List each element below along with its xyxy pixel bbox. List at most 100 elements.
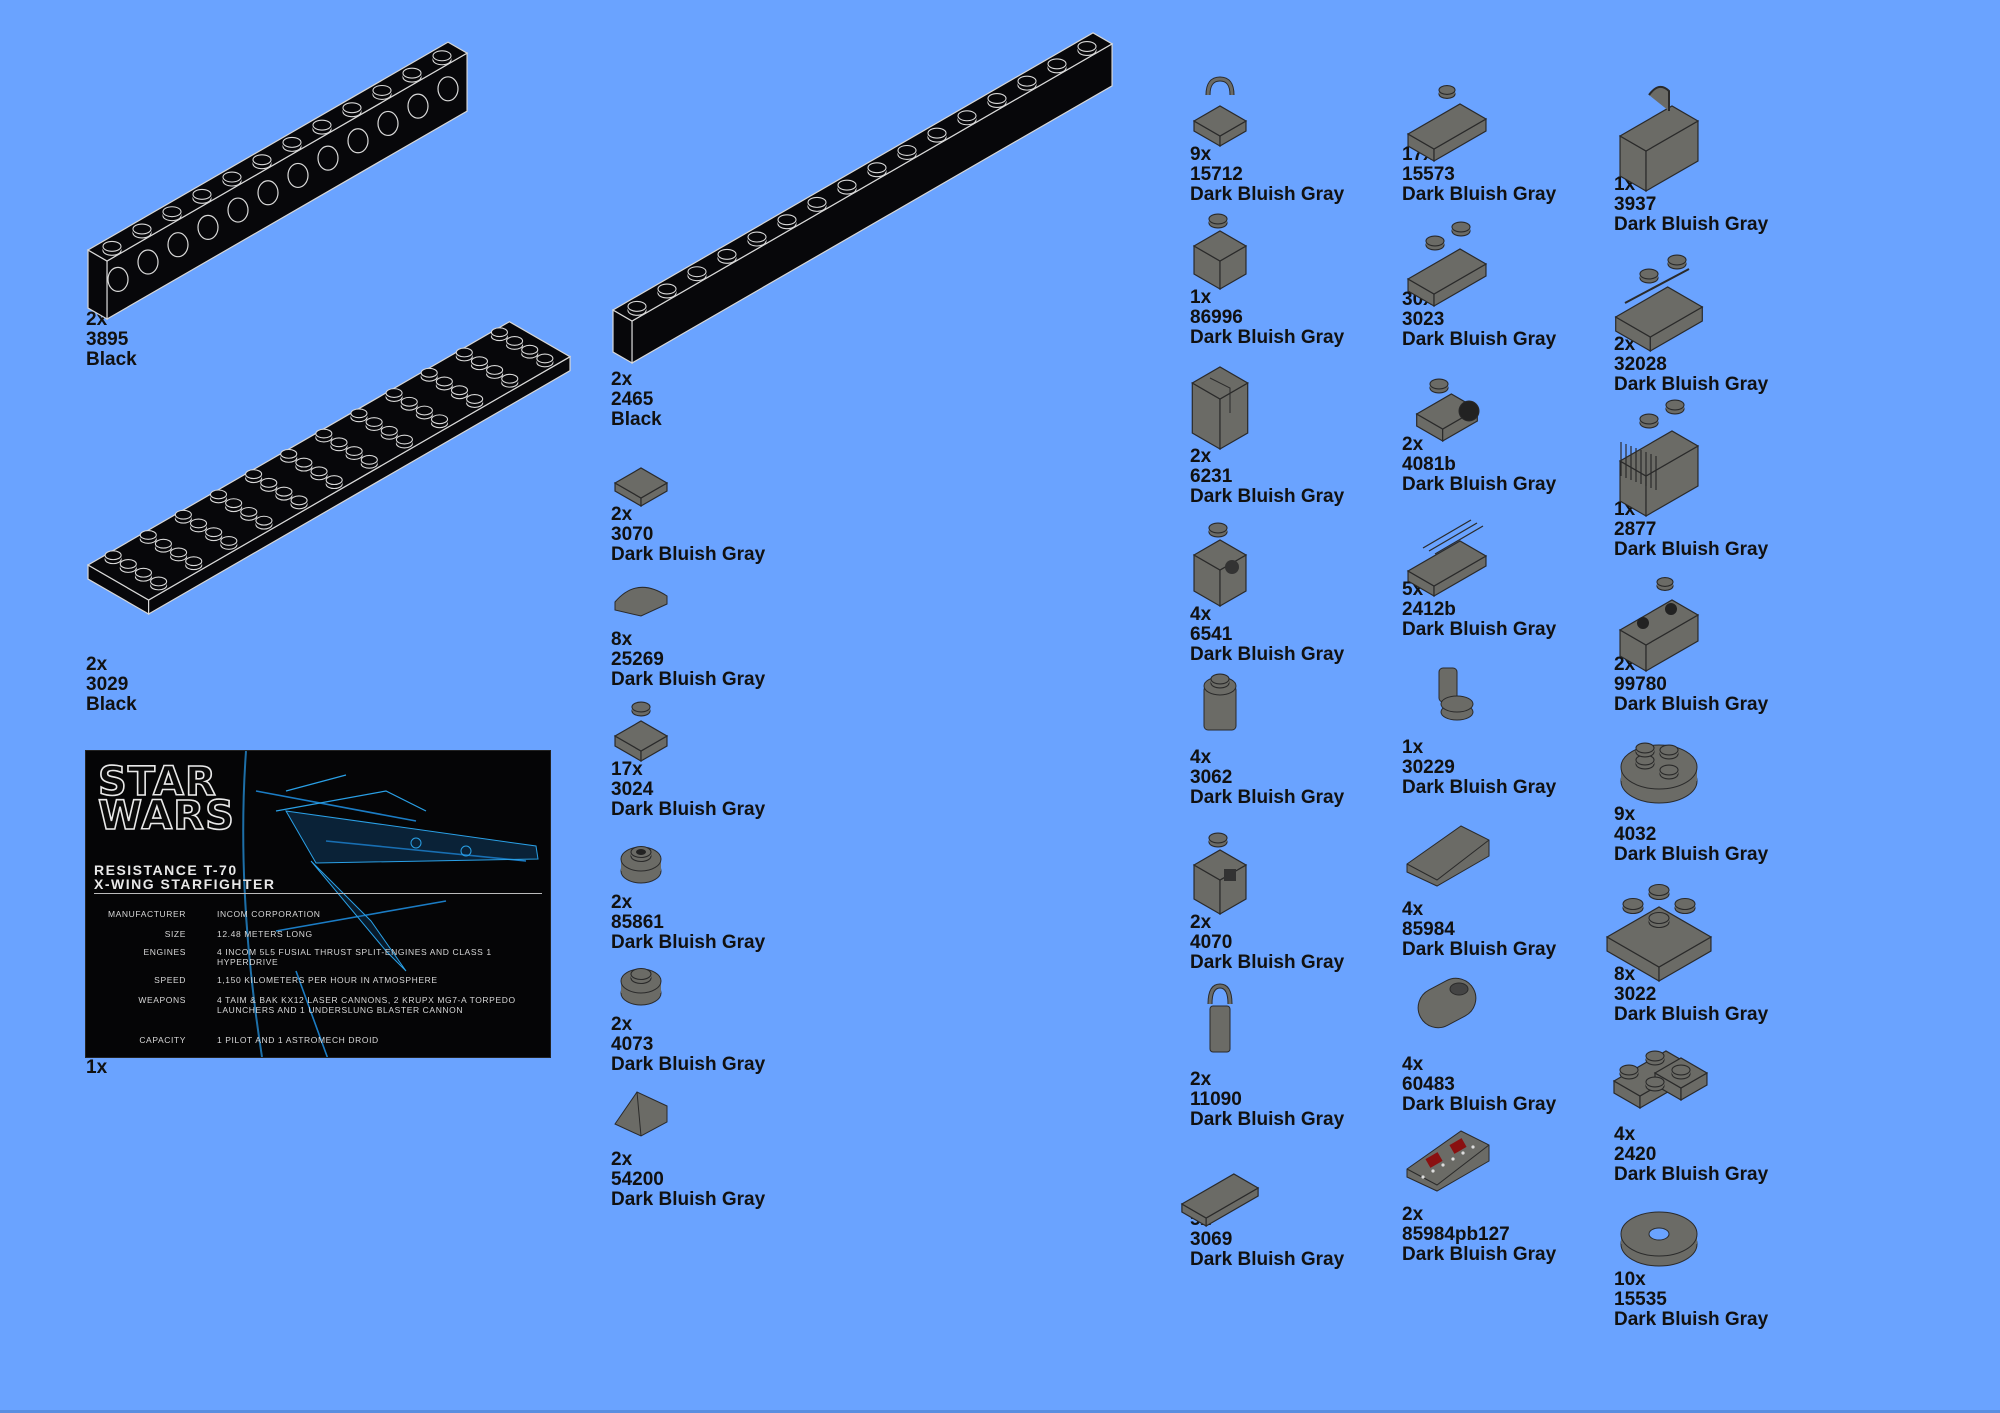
part-quantity: 9x [1190,144,1212,165]
part-number: 2465 [611,389,654,410]
part-number: 32028 [1614,354,1667,375]
part-quantity: 2x [1190,1069,1212,1090]
part-quantity: 2x [611,1149,633,1170]
star-wars-logo: STAR WARS [97,759,235,839]
round-brick-1x1-icon [1203,673,1237,731]
plaque-qty: 1x [86,1057,108,1078]
part-number: 3022 [1614,984,1657,1005]
part-quantity: 17x [611,759,643,780]
part-quantity: 2x [1402,1204,1424,1225]
round-plate-open-stud-icon [620,845,662,884]
part-color: Dark Bluish Gray [1402,777,1557,798]
star-wars-plaque: STAR WARS Resistance T-70 X-wing starfig… [85,750,551,1058]
part-number: 15712 [1190,164,1243,185]
headlight-brick-icon [1192,832,1248,916]
part-number: 3062 [1190,767,1233,788]
part-color: Dark Bluish Gray [611,669,766,690]
jumper-plate-icon [1406,85,1488,163]
part-quantity: 2x [86,309,108,330]
plate-2x2-icon [1605,883,1713,983]
part-quantity: 2x [86,654,108,675]
technic-liftarm-icon [1417,977,1477,1029]
part-number: 3937 [1614,194,1657,215]
tile-1x2-icon [1180,1173,1260,1228]
part-color: Dark Bluish Gray [1190,787,1345,808]
part-color: Dark Bluish Gray [1402,1094,1557,1115]
part-color: Dark Bluish Gray [1402,184,1557,205]
part-number: 3069 [1190,1229,1233,1250]
part-quantity: 8x [611,629,633,650]
part-quantity: 2x [1402,434,1424,455]
part-quantity: 1x [1190,287,1212,308]
part-quantity: 2x [1190,912,1212,933]
part-3069: 5x3069Dark Bluish Gray [1180,1160,1420,1270]
part-quantity: 4x [1402,899,1424,920]
tile-1x1-icon [613,467,669,508]
spec-key: Manufacturer [107,909,186,919]
part-quantity: 4x [1402,1054,1424,1075]
part-number: 2412b [1402,599,1456,620]
hinge-brick-icon [1618,85,1700,193]
grille-brick-icon [1618,399,1700,518]
spec-value: 4 Incom 5L5 fusial thrust split-engines … [217,947,492,967]
part-number: 54200 [611,1169,664,1190]
part-color: Dark Bluish Gray [611,932,766,953]
part-quantity: 10x [1614,1269,1646,1290]
part-quantity: 4x [1190,747,1212,768]
part-color: Dark Bluish Gray [1614,214,1769,235]
part-quantity: 2x [611,892,633,913]
part-number: 4070 [1190,932,1233,953]
part-color: Dark Bluish Gray [1614,1309,1769,1330]
part-number: 3023 [1402,309,1445,330]
part-number: 30229 [1402,757,1455,778]
part-number: 25269 [611,649,664,670]
part-color: Dark Bluish Gray [1190,486,1345,507]
part-quantity: 9x [1614,804,1636,825]
part-number: 4081b [1402,454,1456,475]
spec-value: 1,150 kilometers per hour in atmosphere [217,975,438,985]
part-number: 99780 [1614,674,1667,695]
part-color: Black [86,694,137,715]
x-wing-blueprint-icon [242,751,539,1057]
part-color: Dark Bluish Gray [1614,374,1769,395]
part-color: Dark Bluish Gray [1190,327,1345,348]
part-number: 4073 [611,1034,654,1055]
spec-value: 1 pilot and 1 astromech droid [217,1035,379,1045]
spec-key: Engines [143,947,186,957]
part-number: 3024 [611,779,654,800]
part-color: Dark Bluish Gray [1190,1249,1345,1270]
part-quantity: 4x [1190,604,1212,625]
spec-key: Size [164,929,186,939]
spec-key: Weapons [138,995,186,1005]
part-color: Black [86,349,137,370]
part-number: 4032 [1614,824,1657,845]
part-quantity: 1x [1402,737,1424,758]
slope-30-icon [614,1091,668,1137]
part-number: 6231 [1190,466,1233,487]
part-number: 3895 [86,329,129,350]
slope-1x2-icon [1406,825,1490,887]
plate-1x1-tall-icon [1192,213,1248,291]
handle-clip-icon [1438,667,1474,721]
plate-4x12-icon [86,321,572,616]
part-number: 85984 [1402,919,1455,940]
part-color: Black [611,409,662,430]
part-color: Dark Bluish Gray [1402,329,1557,350]
part-number: 11090 [1190,1089,1242,1110]
part-quantity: 4x [1614,1124,1636,1145]
